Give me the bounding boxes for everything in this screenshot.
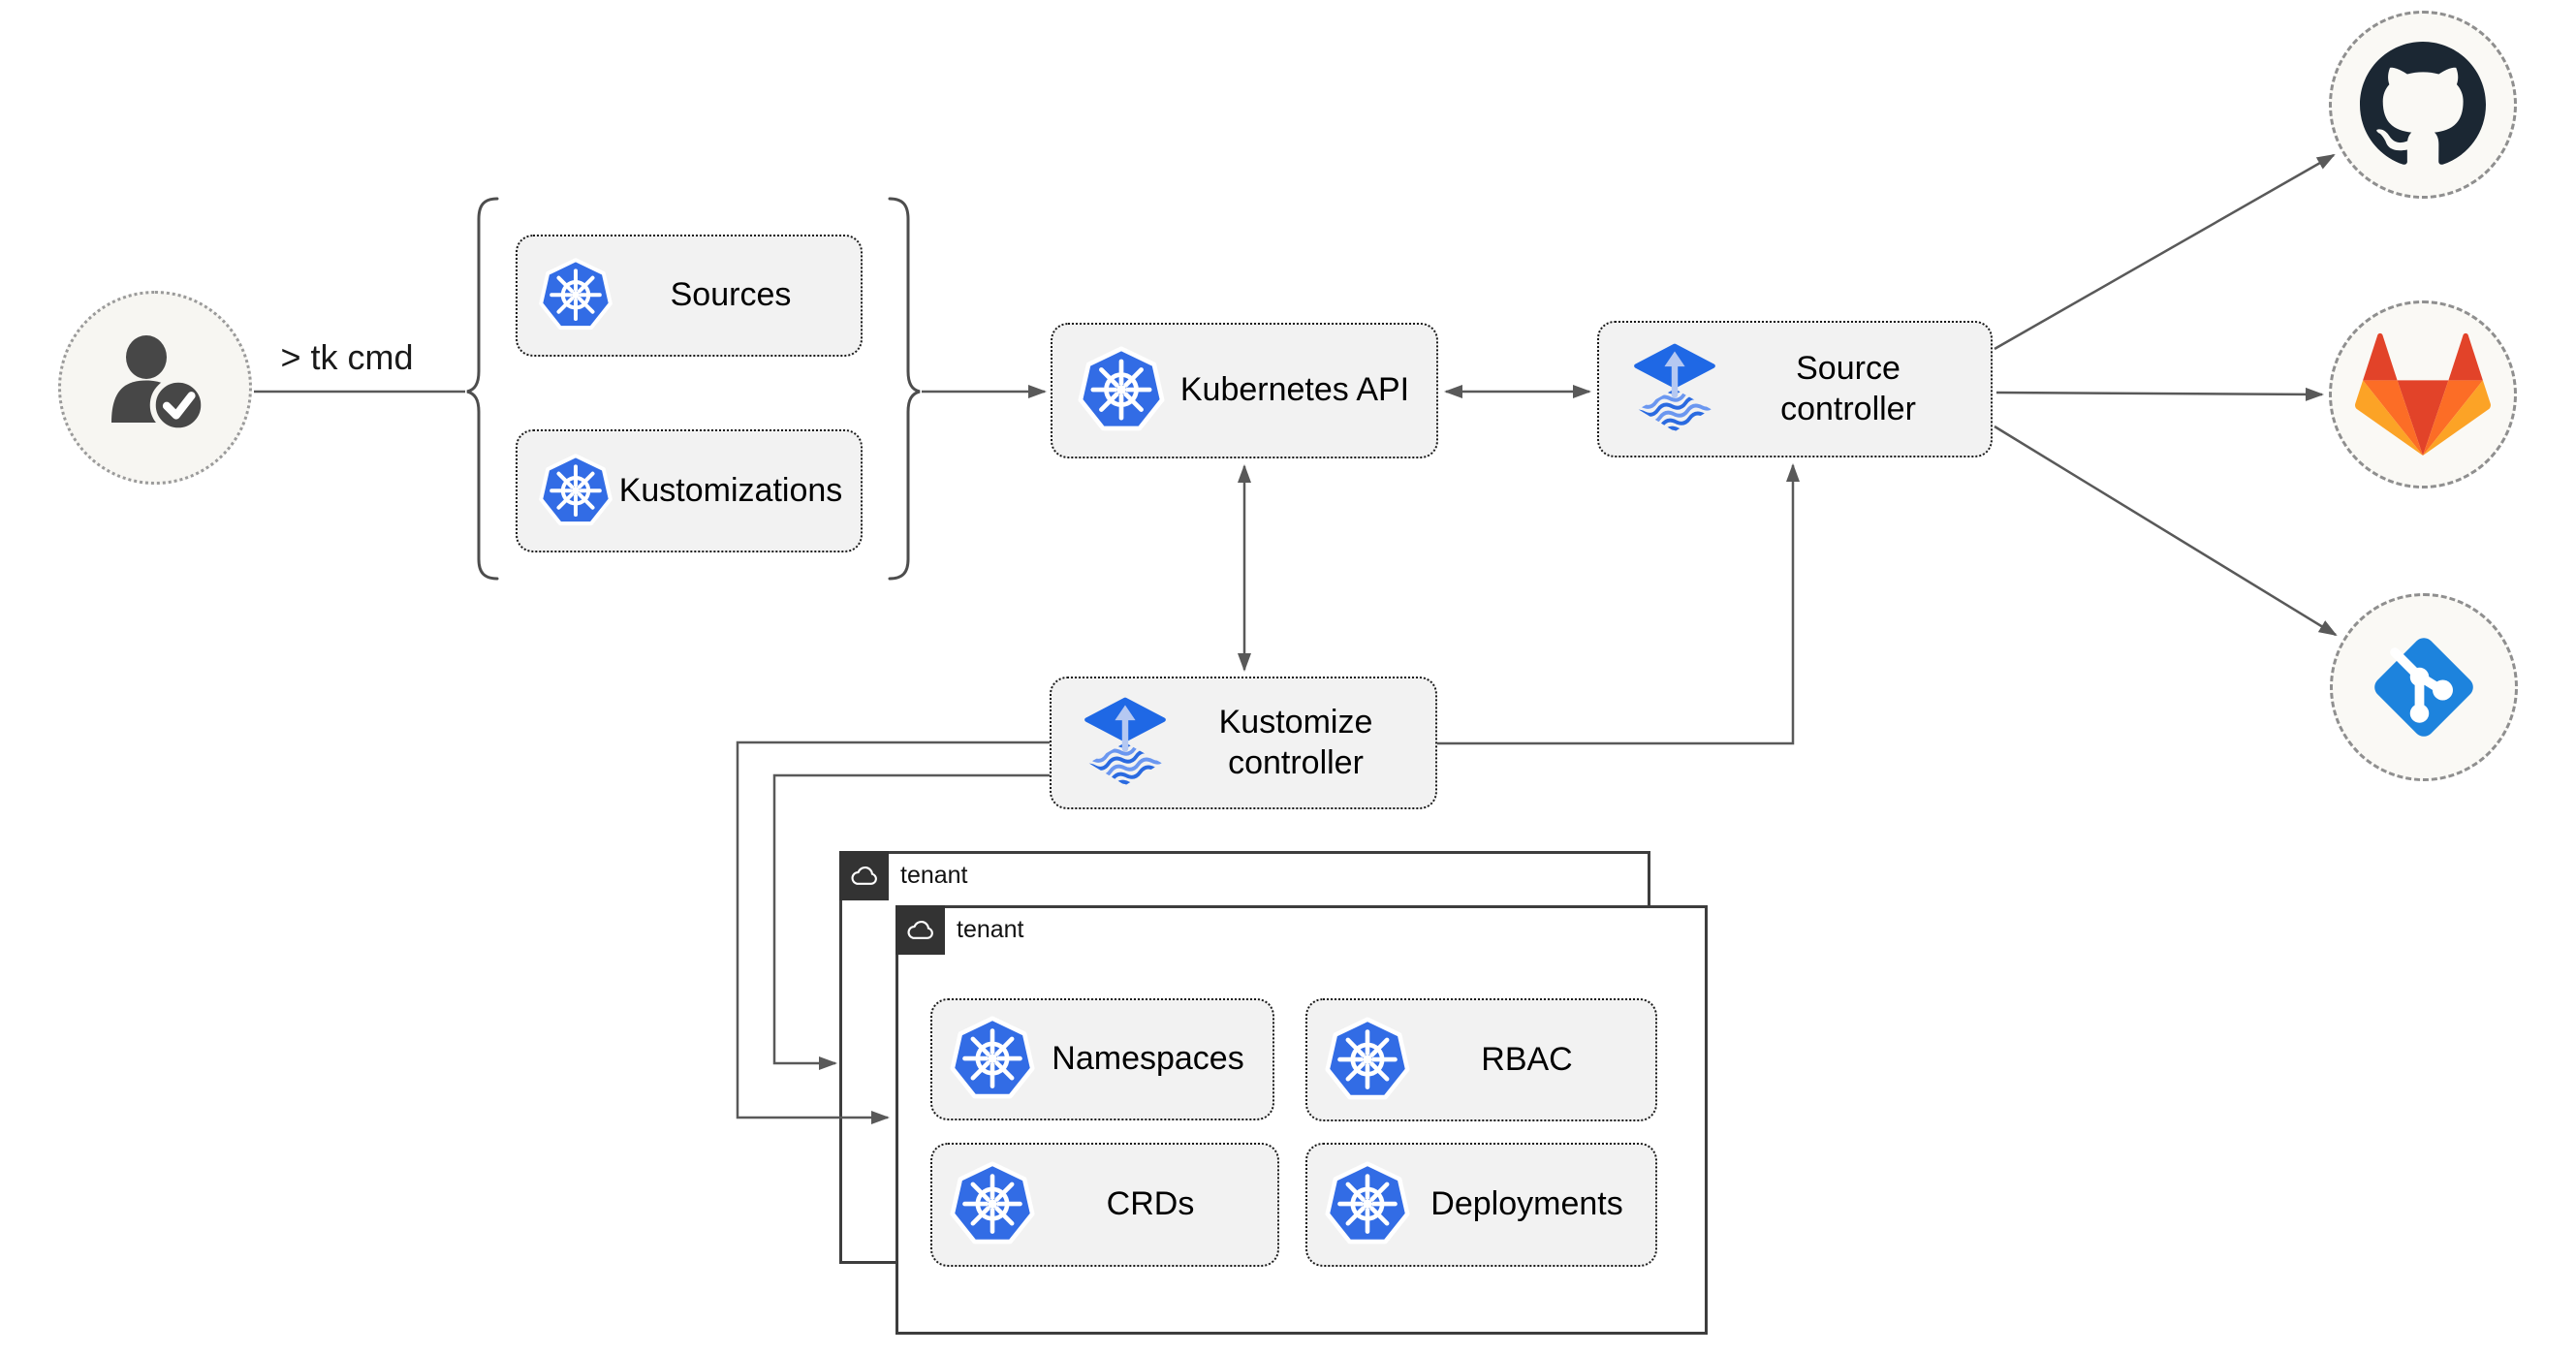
cloud-icon [839, 851, 889, 900]
source-controller-label: Source controller [1780, 350, 1916, 427]
kustomize-controller-label: Kustomize controller [1218, 704, 1373, 781]
kubernetes-icon [948, 1160, 1037, 1249]
kubernetes-icon [948, 1015, 1037, 1104]
gitlab-icon [2354, 330, 2492, 459]
kustomize-controller-node: Kustomize controller [1050, 677, 1437, 809]
sources-node: Sources [516, 235, 863, 357]
edge-source-to-github [1994, 153, 2336, 351]
kustomizations-node: Kustomizations [516, 429, 863, 552]
deployments-node: Deployments [1305, 1143, 1657, 1267]
source-controller-node: Source controller [1597, 321, 1993, 457]
namespaces-node: Namespaces [930, 998, 1274, 1120]
tenant-front-label: tenant [957, 916, 1024, 943]
kubernetes-icon [1323, 1160, 1412, 1249]
rbac-label: RBAC [1481, 1040, 1573, 1078]
flux-icon [1081, 691, 1170, 796]
git-icon [2351, 614, 2497, 760]
tk-cmd-label: > tk cmd [280, 337, 414, 377]
deployments-label: Deployments [1430, 1185, 1623, 1223]
flux-icon [1630, 337, 1719, 442]
git-provider [2330, 593, 2518, 781]
crds-node: CRDs [930, 1143, 1279, 1267]
kustomizations-label: Kustomizations [618, 471, 843, 509]
gitlab-provider [2329, 300, 2517, 488]
github-provider [2329, 11, 2517, 199]
tenant-back-label: tenant [900, 862, 968, 889]
kubernetes-icon [537, 453, 614, 530]
edge-source-to-gitlab [1995, 387, 2324, 401]
user-avatar [58, 291, 252, 485]
kubernetes-icon [1076, 345, 1167, 436]
edge-kustomize-to-source-controller [1437, 463, 1800, 745]
edge-source-to-git [1994, 425, 2338, 637]
user-check-icon [82, 315, 228, 460]
bracket-left [466, 197, 499, 581]
kubernetes-api-node: Kubernetes API [1051, 323, 1438, 458]
sources-label: Sources [670, 276, 792, 314]
bracket-right [888, 197, 921, 581]
kubernetes-icon [537, 257, 614, 334]
kubernetes-api-label: Kubernetes API [1179, 371, 1410, 409]
crds-label: CRDs [1106, 1185, 1195, 1223]
rbac-node: RBAC [1305, 998, 1657, 1121]
namespaces-label: Namespaces [1052, 1040, 1244, 1078]
cloud-icon [895, 905, 945, 955]
kubernetes-icon [1323, 1016, 1412, 1105]
github-icon [2360, 42, 2486, 168]
